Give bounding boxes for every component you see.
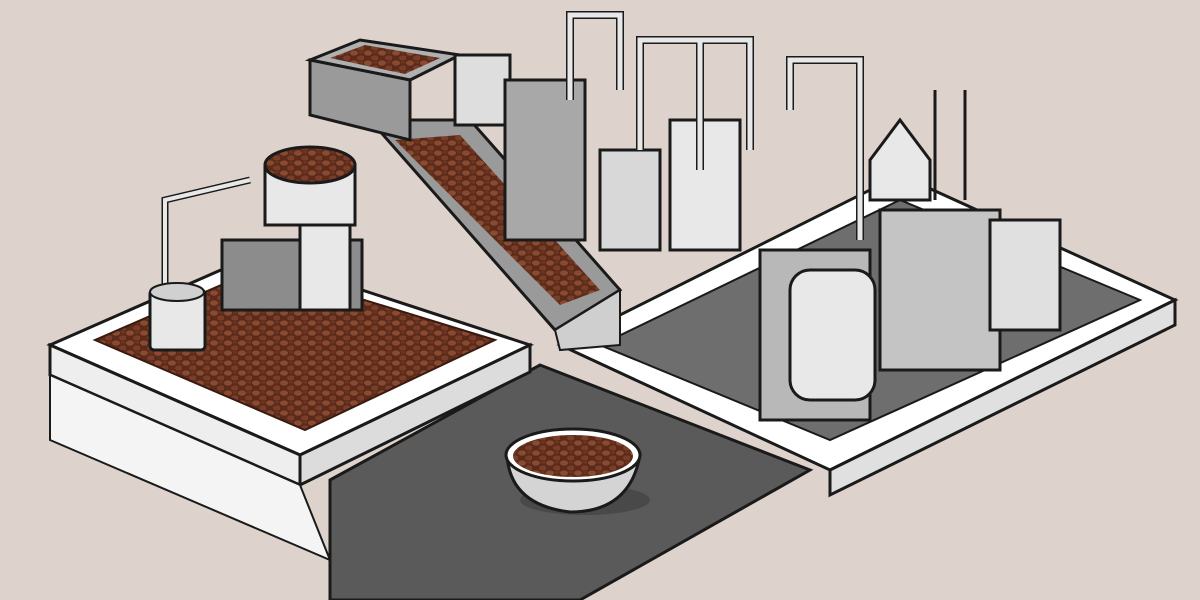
coffee-bowl: [504, 427, 650, 515]
hopper-box: [304, 38, 512, 142]
hopper-tower: [148, 145, 364, 352]
processing-machines: [503, 11, 1062, 422]
conveyor-chute: [366, 118, 623, 352]
